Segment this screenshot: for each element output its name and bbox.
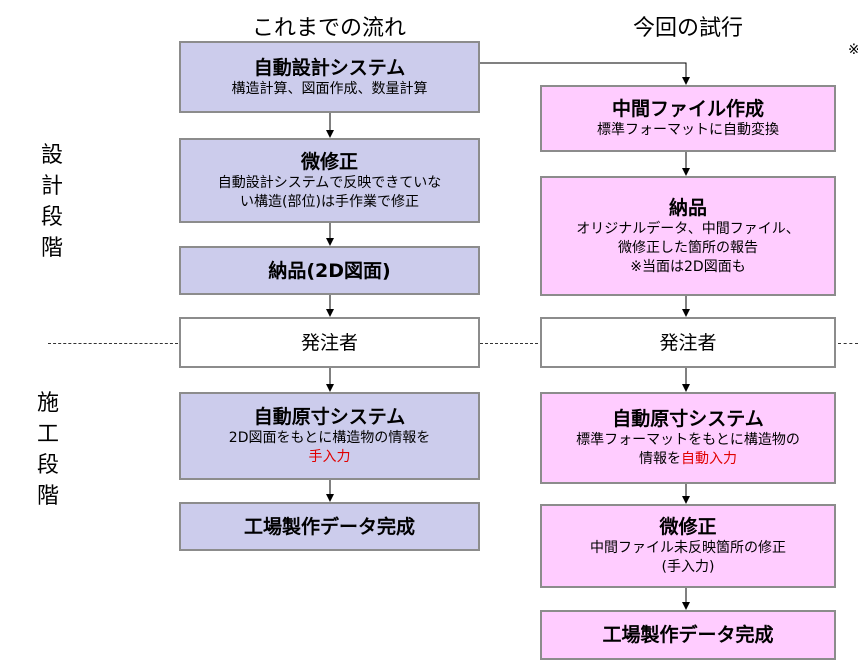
- box-title: 微修正: [659, 516, 717, 538]
- left-column-title: これまでの流れ: [251, 16, 406, 41]
- box-subtitle: 標準フォーマットに自動変換: [597, 122, 779, 138]
- box-title: 発注者: [659, 331, 717, 354]
- box-subtitle: ※当面は2D図面も: [630, 258, 746, 275]
- box-subtitle: 標準フォーマットをもとに構造物の: [576, 432, 800, 448]
- corner-mark: ※: [848, 42, 858, 58]
- construction-phase-char: 工: [36, 422, 59, 447]
- subtitle-plain: 情報を: [639, 451, 681, 467]
- construction-phase-char: 段: [36, 453, 59, 478]
- box-subtitle: い構造(部位)は手作業で修正: [240, 193, 419, 210]
- subtitle-highlight: 自動入力: [681, 451, 737, 467]
- box-title: 自動原寸システム: [612, 408, 764, 430]
- construction-phase-char: 階: [36, 484, 59, 509]
- left-minor-fix-box: 微修正 自動設計システムで反映できていな い構造(部位)は手作業で修正: [179, 138, 480, 223]
- left-factory-box: 工場製作データ完成: [179, 502, 480, 551]
- left-delivery-box: 納品(2D図面): [179, 246, 480, 295]
- construction-phase-label: 施 工 段 階: [36, 388, 60, 512]
- box-subtitle: (手入力): [661, 559, 715, 575]
- right-column-title: 今回の試行: [632, 16, 743, 41]
- design-phase-char: 段: [40, 205, 63, 230]
- box-subtitle: 構造計算、図面作成、数量計算: [231, 80, 428, 97]
- design-phase-char: 設: [40, 143, 63, 168]
- phase-divider: [480, 343, 538, 344]
- box-subtitle: 微修正した箇所の報告: [618, 239, 758, 256]
- design-phase-char: 階: [40, 236, 63, 261]
- box-title: 自動原寸システム: [253, 406, 406, 428]
- box-subtitle: オリジナルデータ、中間ファイル、: [576, 220, 800, 237]
- box-title: 自動設計システム: [253, 56, 406, 79]
- design-phase-char: 計: [40, 174, 63, 199]
- box-subtitle: 中間ファイル未反映箇所の修正: [590, 540, 786, 556]
- left-orderer-box: 発注者: [179, 317, 480, 368]
- right-intermediate-box: 中間ファイル作成 標準フォーマットに自動変換: [540, 85, 836, 152]
- box-title: 中間ファイル作成: [611, 98, 764, 120]
- box-title: 微修正: [300, 150, 358, 173]
- box-title: 納品: [668, 196, 707, 219]
- right-factory-box: 工場製作データ完成: [540, 610, 836, 660]
- box-title: 工場製作データ完成: [602, 624, 774, 646]
- box-title: 工場製作データ完成: [243, 515, 415, 538]
- box-title: 納品(2D図面): [268, 259, 391, 282]
- arrow: [480, 62, 690, 85]
- box-subtitle: 情報を自動入力: [639, 450, 737, 469]
- design-phase-label: 設 計 段 階: [40, 140, 64, 264]
- left-auto-design-box: 自動設計システム 構造計算、図面作成、数量計算: [179, 41, 480, 113]
- right-auto-cutting-box: 自動原寸システム 標準フォーマットをもとに構造物の 情報を自動入力: [540, 392, 836, 484]
- phase-divider: [838, 343, 858, 344]
- left-auto-cutting-box: 自動原寸システム 2D図面をもとに構造物の情報を 手入力: [179, 392, 480, 480]
- box-subtitle: 2D図面をもとに構造物の情報を: [228, 430, 431, 446]
- right-minor-fix-box: 微修正 中間ファイル未反映箇所の修正 (手入力): [540, 504, 836, 588]
- right-orderer-box: 発注者: [540, 317, 836, 368]
- box-title: 発注者: [300, 331, 358, 354]
- construction-phase-char: 施: [36, 391, 59, 416]
- box-subtitle-highlight: 手入力: [308, 449, 351, 465]
- right-delivery-box: 納品 オリジナルデータ、中間ファイル、 微修正した箇所の報告 ※当面は2D図面も: [540, 176, 836, 296]
- phase-divider: [48, 343, 178, 344]
- box-subtitle: 自動設計システムで反映できていな: [217, 174, 442, 191]
